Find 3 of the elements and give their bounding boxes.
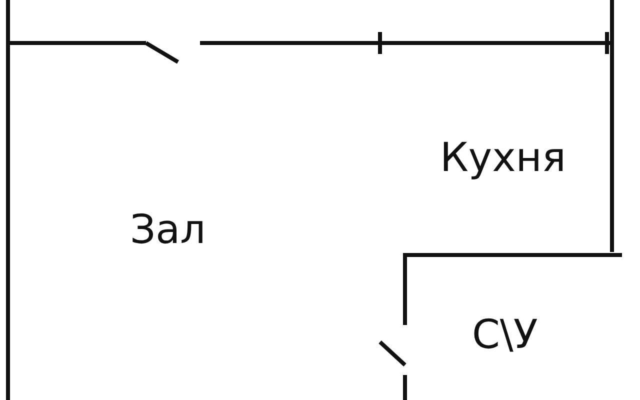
room-label: С\У bbox=[472, 315, 538, 355]
room-label: Кухня bbox=[440, 138, 566, 178]
room-label: Зал bbox=[130, 210, 206, 250]
